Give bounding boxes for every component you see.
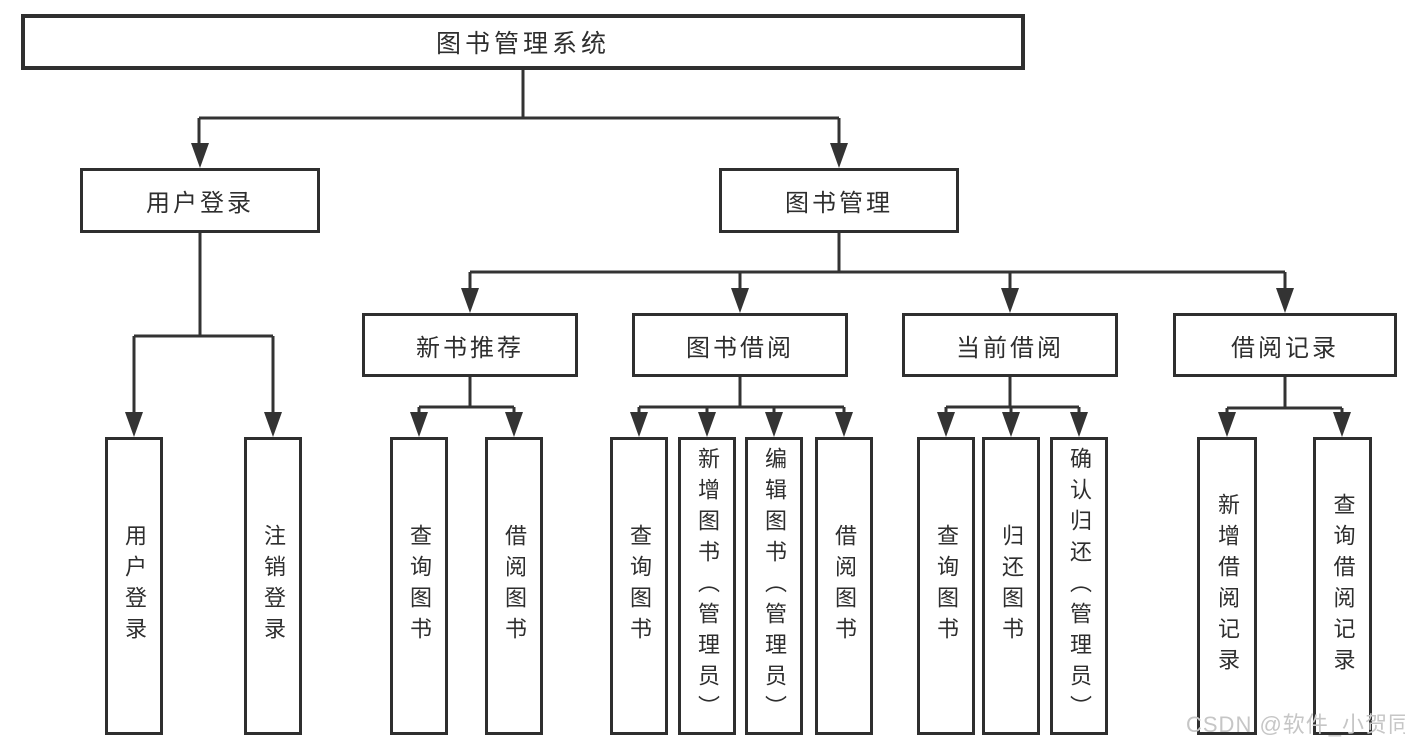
node-label: 新增图书（管理员）	[695, 446, 720, 726]
node-label: 查询图书	[407, 524, 432, 648]
node-label: 图书借阅	[686, 334, 794, 362]
leaf-return-books: 归还图书	[982, 437, 1040, 735]
connector-lines	[132, 70, 1344, 416]
node-label: 借阅图书	[502, 524, 527, 648]
arrowhead-icon	[505, 412, 523, 437]
leaf-query-books-recommend: 查询图书	[390, 437, 448, 735]
arrowhead-icon	[731, 288, 749, 313]
arrowhead-icon	[1001, 288, 1019, 313]
arrowhead-icon	[410, 412, 428, 437]
arrowhead-icon	[1333, 412, 1351, 437]
arrowhead-icon	[1002, 412, 1020, 437]
arrowhead-icon	[1218, 412, 1236, 437]
node-label: 用户登录	[146, 190, 254, 217]
node-library-management-system: 图书管理系统	[21, 14, 1025, 70]
node-label: 查询图书	[627, 524, 652, 648]
node-label: 查询图书	[934, 524, 959, 648]
node-book-borrowing: 图书借阅	[632, 313, 848, 377]
node-user-login: 用户登录	[80, 168, 320, 233]
leaf-edit-books-admin: 编辑图书（管理员）	[745, 437, 803, 735]
leaf-query-books-current: 查询图书	[917, 437, 975, 735]
node-label: 编辑图书（管理员）	[762, 446, 787, 726]
leaf-user-login: 用户登录	[105, 437, 163, 735]
node-label: 借阅图书	[832, 524, 857, 648]
leaf-borrow-books: 借阅图书	[815, 437, 873, 735]
arrowhead-icon	[1070, 412, 1088, 437]
arrowheads	[125, 143, 1351, 437]
arrowhead-icon	[630, 412, 648, 437]
arrowhead-icon	[830, 143, 848, 168]
node-label: 新书推荐	[416, 334, 524, 362]
watermark: CSDN @软件_小贺同学	[1186, 712, 1405, 737]
node-label: 查询借阅记录	[1330, 493, 1356, 679]
leaf-add-books-admin: 新增图书（管理员）	[678, 437, 736, 735]
node-label: 图书管理	[785, 190, 893, 217]
node-label: 借阅记录	[1231, 334, 1339, 362]
node-label: 新增借阅记录	[1215, 493, 1240, 679]
leaf-query-borrow-record: 查询借阅记录	[1313, 437, 1372, 735]
node-label: 确认归还（管理员）	[1067, 446, 1092, 726]
arrowhead-icon	[461, 288, 479, 313]
arrowhead-icon	[835, 412, 853, 437]
node-current-borrowing: 当前借阅	[902, 313, 1118, 377]
node-new-book-recommendation: 新书推荐	[362, 313, 578, 377]
node-label: 当前借阅	[956, 334, 1064, 362]
node-label: 归还图书	[999, 524, 1024, 648]
leaf-borrow-books-recommend: 借阅图书	[485, 437, 543, 735]
node-label: 图书管理系统	[435, 30, 610, 58]
node-label: 注销登录	[261, 524, 286, 648]
node-book-management: 图书管理	[719, 168, 959, 233]
arrowhead-icon	[264, 412, 282, 437]
arrowhead-icon	[765, 412, 783, 437]
arrowhead-icon	[698, 412, 716, 437]
node-label: 用户登录	[122, 524, 147, 648]
arrowhead-icon	[191, 143, 209, 168]
leaf-logout-login: 注销登录	[244, 437, 302, 735]
arrowhead-icon	[125, 412, 143, 437]
arrowhead-icon	[937, 412, 955, 437]
node-borrowing-records: 借阅记录	[1173, 313, 1397, 377]
leaf-add-borrow-record: 新增借阅记录	[1197, 437, 1257, 735]
leaf-confirm-return-admin: 确认归还（管理员）	[1050, 437, 1108, 735]
leaf-query-books-borrow: 查询图书	[610, 437, 668, 735]
arrowhead-icon	[1276, 288, 1294, 313]
